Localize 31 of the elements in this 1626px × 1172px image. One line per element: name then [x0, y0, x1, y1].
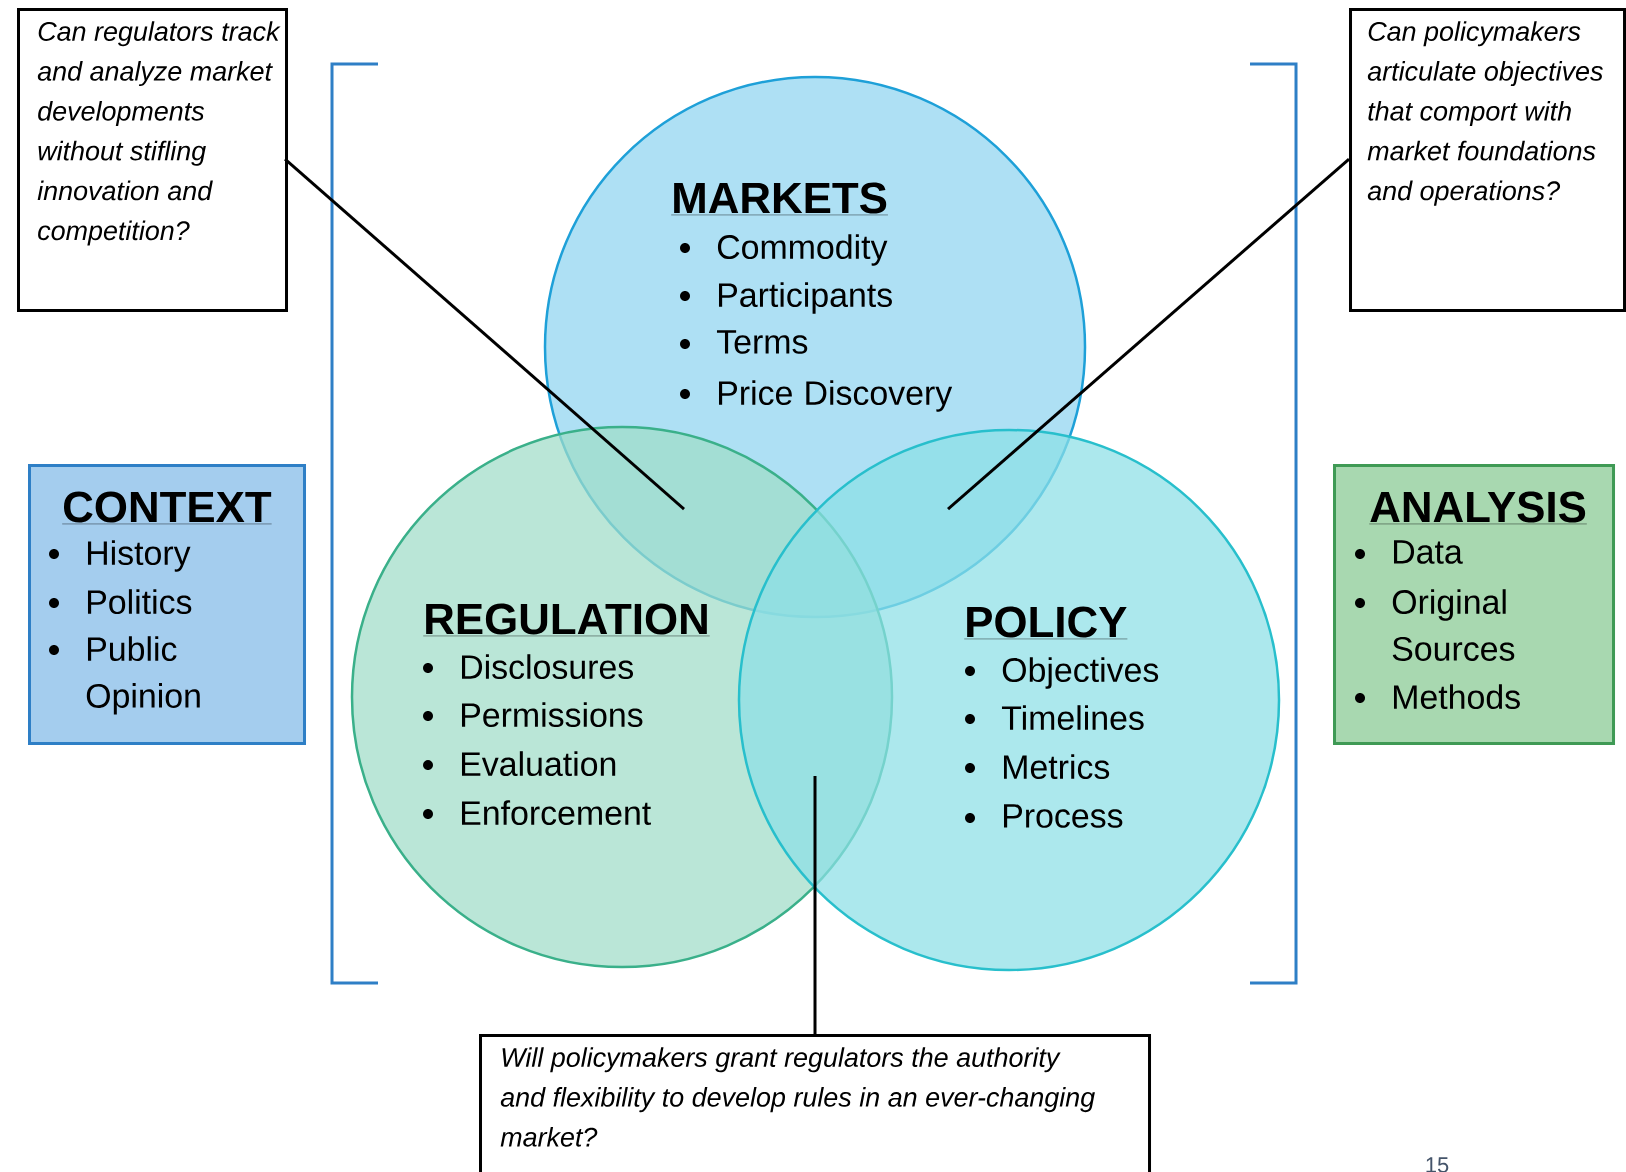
question-box: Will policymakers grant regulators the authority and flexibility to develop rules in an ever-changing market? [479, 1034, 1151, 1172]
bullet-item: Original Sources [1392, 589, 1515, 661]
leader-line [284, 157, 685, 511]
bullet-item: Evaluation [462, 751, 616, 777]
heading: ANALYSIS [1369, 491, 1588, 525]
heading: MARKETS [671, 182, 889, 216]
bullet-item: Objectives [1002, 657, 1159, 689]
bullet-item: Data [1394, 540, 1463, 564]
bullet-item: Metrics [1004, 754, 1110, 780]
leader-line [813, 776, 817, 1034]
leader-line [947, 157, 1350, 511]
heading: POLICY [964, 606, 1128, 640]
bullet-item: Process [1004, 804, 1123, 828]
bullet-item: Price Discovery [719, 380, 953, 412]
bullet-item: Politics [88, 589, 192, 615]
bullet-item: Participants [719, 282, 892, 314]
bullet-item: Permissions [462, 702, 643, 728]
page-number: 15 [1426, 1157, 1449, 1172]
heading: CONTEXT [62, 491, 272, 525]
bullet-item: History [88, 540, 191, 572]
venn-circle [737, 428, 1281, 972]
question-box: Can policymakers articulate objectives that comport with market foundations and operations? [1349, 8, 1626, 312]
bullet-item: Public Opinion [86, 636, 200, 715]
heading: REGULATION [423, 603, 710, 637]
bullet-item: Timelines [1002, 705, 1144, 731]
bullet-item: Enforcement [462, 800, 651, 826]
bullet-item: Methods [1394, 684, 1520, 710]
bullet-item: Commodity [717, 234, 888, 266]
bullet-item: Disclosures [462, 654, 633, 680]
question-box: Can regulators track and analyze market developments without stifling innovation and competition? [17, 8, 288, 312]
bullet-item: Terms [716, 330, 808, 354]
